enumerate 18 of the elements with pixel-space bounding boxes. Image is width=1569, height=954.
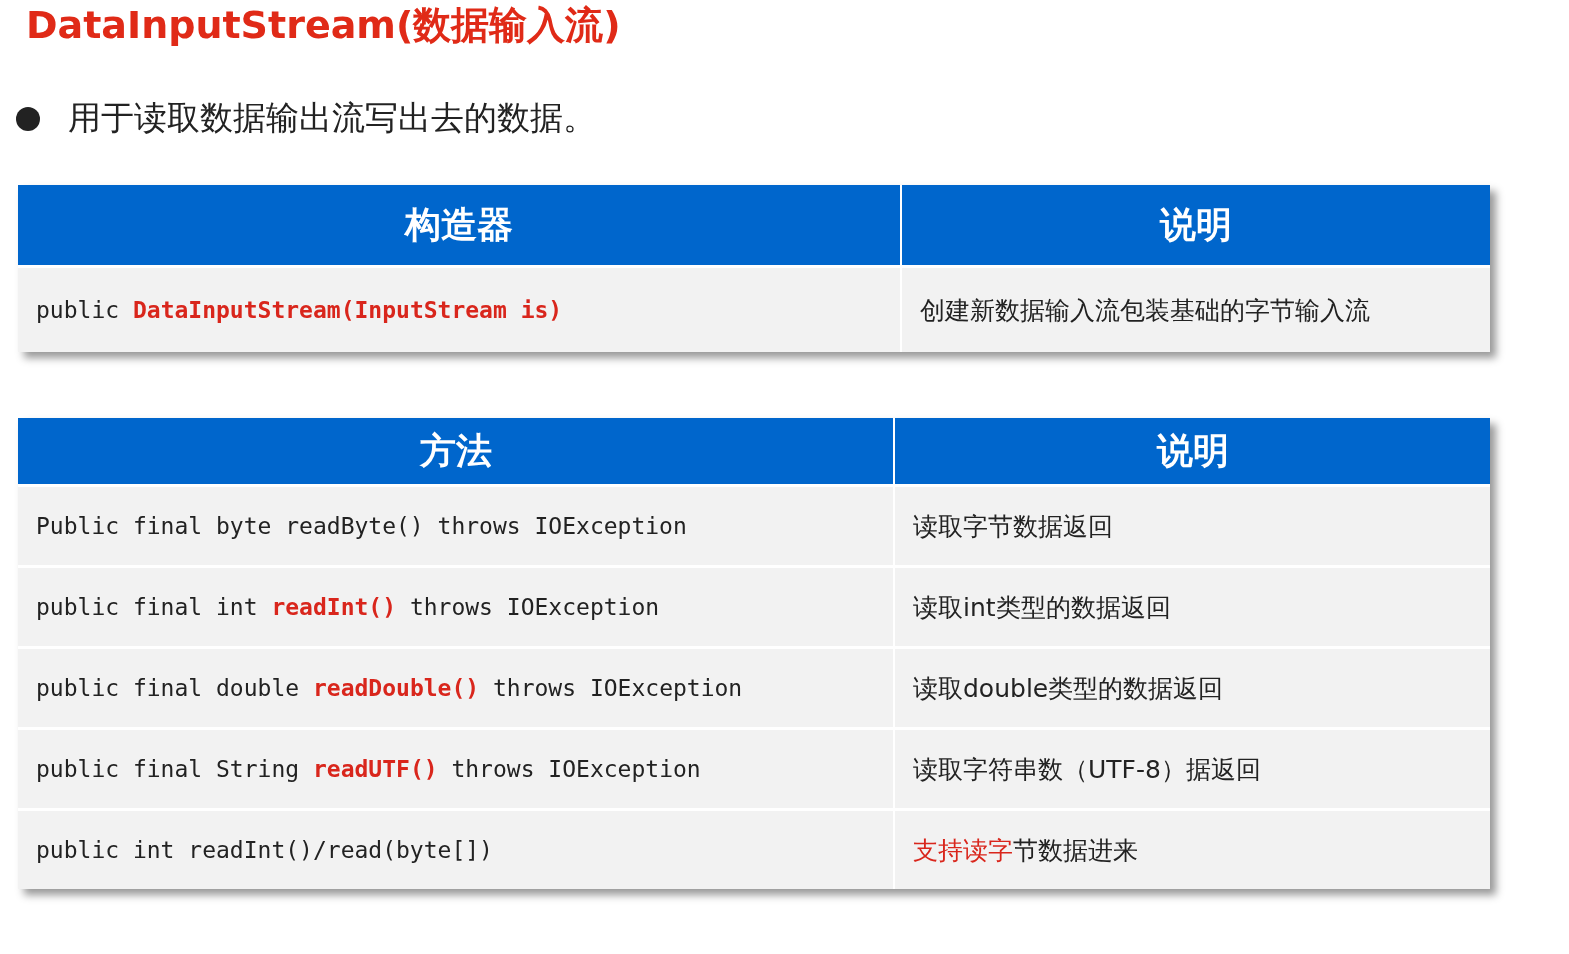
description-cell: 读取double类型的数据返回 bbox=[893, 646, 1490, 727]
code-cell: public final String readUTF() throws IOException bbox=[18, 727, 893, 808]
code-cell: public final double readDouble() throws IOException bbox=[18, 646, 893, 727]
column-header: 方法 bbox=[18, 418, 893, 484]
column-header: 构造器 bbox=[18, 185, 900, 265]
description-cell: 读取字符串数（UTF-8）据返回 bbox=[893, 727, 1490, 808]
code-cell: public final int readInt() throws IOException bbox=[18, 565, 893, 646]
description-cell: 支持读字节数据进来 bbox=[893, 808, 1490, 889]
code-cell: Public final byte readByte() throws IOException bbox=[18, 484, 893, 565]
column-header: 说明 bbox=[900, 185, 1490, 265]
slide-title: DataInputStream(数据输入流) bbox=[26, 2, 621, 49]
description-cell: 读取字节数据返回 bbox=[893, 484, 1490, 565]
code-cell: public int readInt()/read(byte[]) bbox=[18, 808, 893, 889]
description-cell: 读取int类型的数据返回 bbox=[893, 565, 1490, 646]
description-cell: 创建新数据输入流包装基础的字节输入流 bbox=[900, 265, 1490, 352]
bullet-text: 用于读取数据输出流写出去的数据。 bbox=[68, 97, 596, 139]
code-cell: public DataInputStream(InputStream is) bbox=[18, 265, 900, 352]
column-header: 说明 bbox=[893, 418, 1490, 484]
